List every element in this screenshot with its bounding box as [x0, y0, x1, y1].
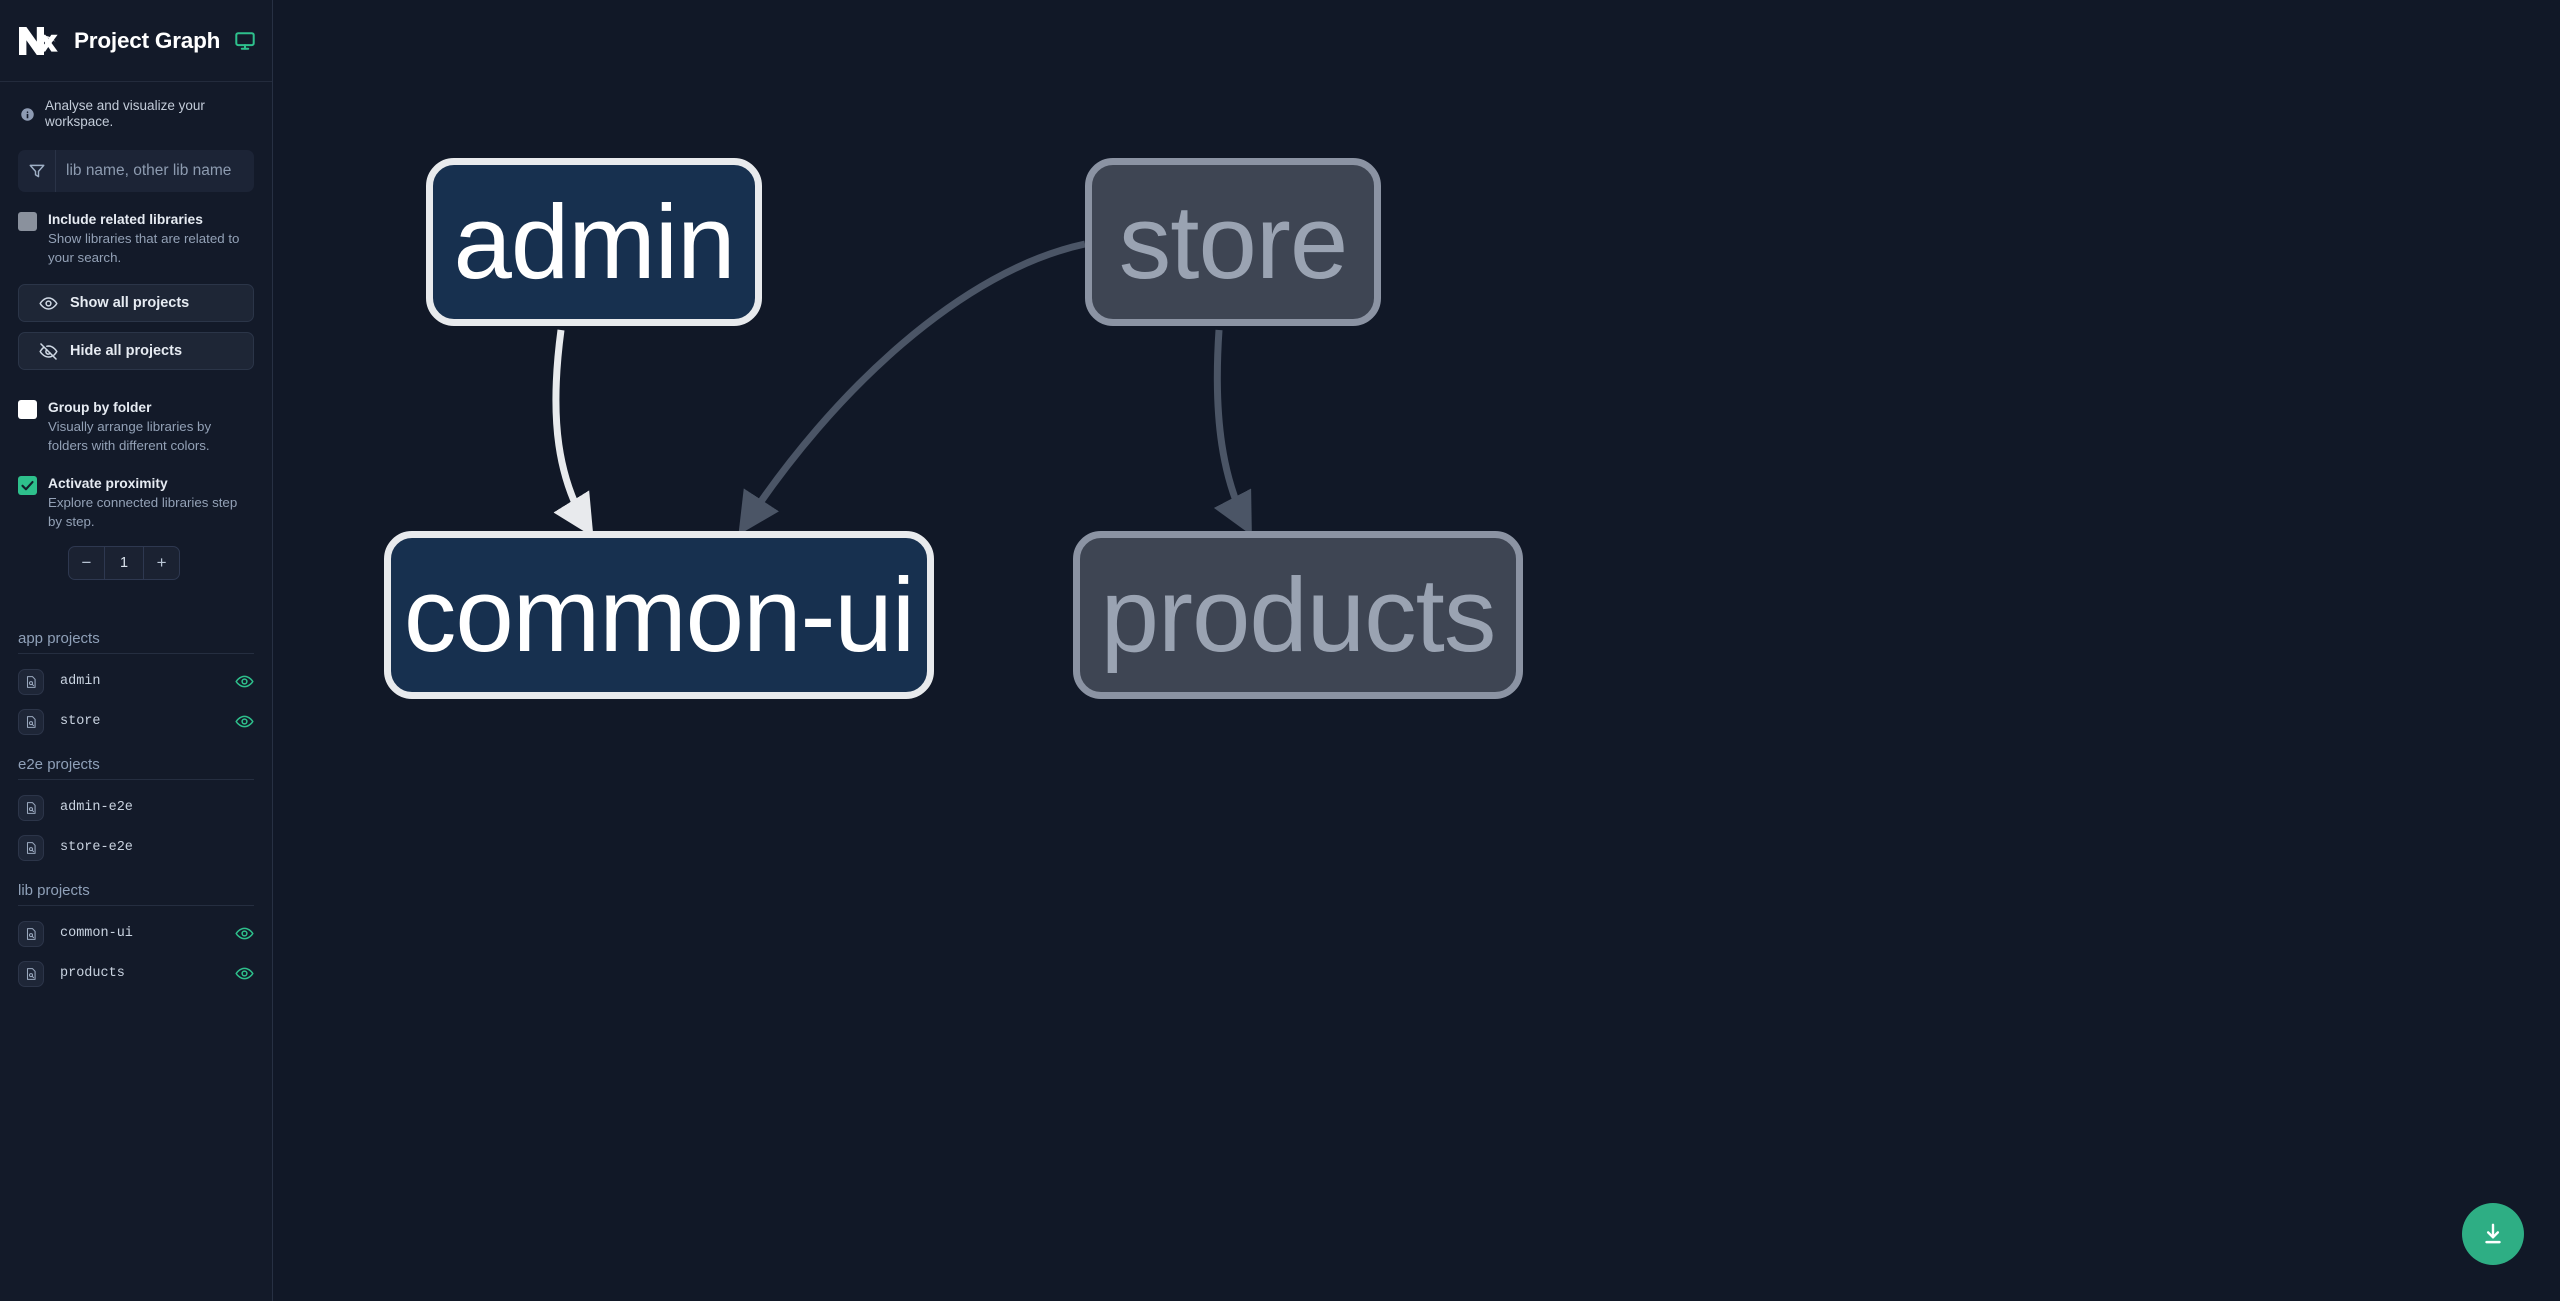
graph-node-label: common-ui — [403, 556, 915, 674]
group-heading-app-projects: app projects — [18, 629, 100, 647]
option-title: Activate proximity — [48, 475, 168, 491]
graph-node-admin[interactable]: admin — [426, 158, 762, 326]
nx-logo — [19, 26, 58, 55]
project-row-store-e2e[interactable]: store-e2e — [0, 828, 272, 868]
option-group-by-folder[interactable]: Group by folder Visually arrange librari… — [0, 380, 272, 456]
edge-store-to-products — [1213, 329, 1252, 536]
group-heading-lib-projects: lib projects — [18, 881, 90, 899]
eye-icon — [39, 296, 58, 310]
option-title: Include related libraries — [48, 212, 203, 228]
show-all-projects-label: Show all projects — [70, 295, 190, 312]
edge-admin-to-common-ui — [552, 329, 594, 538]
checkbox-group-by-folder[interactable] — [18, 400, 37, 420]
graph-node-common-ui[interactable]: common-ui — [384, 531, 934, 699]
show-all-projects-button[interactable]: Show all projects — [18, 284, 254, 323]
hide-all-projects-button[interactable]: Hide all projects — [18, 332, 254, 371]
option-title: Group by folder — [48, 400, 152, 416]
graph-edges — [552, 240, 1252, 538]
graph-node-products[interactable]: products — [1073, 531, 1523, 699]
proximity-stepper[interactable]: − 1 + — [68, 545, 180, 580]
search-input[interactable] — [56, 150, 254, 193]
option-activate-proximity[interactable]: Activate proximity Explore connected lib… — [0, 456, 272, 532]
check-icon — [21, 480, 34, 491]
graph-node-label: store — [1118, 183, 1348, 301]
eye-off-icon — [39, 342, 58, 360]
group-heading-e2e-projects: e2e projects — [18, 755, 100, 773]
project-row-admin[interactable]: admin — [0, 662, 272, 702]
eye-icon[interactable] — [235, 924, 254, 943]
project-icon — [18, 834, 44, 861]
graph-canvas[interactable]: admin store common-ui products — [273, 0, 2560, 1301]
project-icon — [18, 668, 44, 695]
download-button[interactable] — [2462, 1203, 2524, 1265]
page-title: Project Graph — [74, 27, 221, 53]
project-name: store-e2e — [60, 840, 133, 856]
hide-all-projects-label: Hide all projects — [70, 343, 183, 360]
proximity-increment-button[interactable]: + — [144, 547, 179, 579]
project-row-store[interactable]: store — [0, 702, 272, 742]
search-box[interactable] — [18, 150, 254, 193]
project-row-products[interactable]: products — [0, 954, 272, 994]
divider — [18, 904, 254, 906]
graph-node-label: admin — [453, 183, 736, 301]
blurb-text: Analyse and visualize your workspace. — [45, 98, 205, 130]
info-icon — [21, 107, 34, 121]
eye-icon[interactable] — [235, 712, 254, 731]
sidebar: Project Graph Analyse and visualize your… — [0, 0, 273, 1301]
project-name: admin — [60, 674, 101, 690]
divider — [18, 778, 254, 780]
project-name: store — [60, 714, 101, 730]
monitor-icon[interactable] — [234, 30, 256, 52]
eye-icon[interactable] — [235, 672, 254, 691]
option-desc: Show libraries that are related to your … — [48, 231, 240, 266]
project-icon — [18, 708, 44, 735]
project-list: app projects admin — [0, 616, 272, 1301]
project-icon — [18, 794, 44, 821]
proximity-value: 1 — [103, 546, 145, 579]
edge-store-to-common-ui — [738, 240, 1086, 536]
project-name: common-ui — [60, 926, 133, 942]
workspace-blurb: Analyse and visualize your workspace. — [0, 82, 272, 144]
project-name: products — [60, 966, 125, 982]
eye-icon[interactable] — [235, 964, 254, 983]
option-desc: Explore connected libraries step by step… — [48, 494, 238, 529]
option-desc: Visually arrange libraries by folders wi… — [48, 419, 212, 453]
download-icon — [2485, 1223, 2501, 1244]
divider — [18, 652, 254, 654]
project-icon — [18, 920, 44, 947]
filter-icon — [18, 150, 56, 193]
graph-node-label: products — [1100, 556, 1497, 674]
sidebar-header: Project Graph — [0, 0, 272, 82]
graph-node-store[interactable]: store — [1085, 158, 1381, 326]
project-icon — [18, 960, 44, 987]
visibility-buttons: Show all projects Hide all projects — [0, 268, 272, 380]
project-name: admin-e2e — [60, 800, 133, 816]
project-row-admin-e2e[interactable]: admin-e2e — [0, 788, 272, 828]
option-include-related-libraries[interactable]: Include related libraries Show libraries… — [0, 192, 272, 268]
project-row-common-ui[interactable]: common-ui — [0, 914, 272, 954]
checkbox-activate-proximity[interactable] — [18, 475, 37, 495]
proximity-decrement-button[interactable]: − — [69, 547, 104, 579]
checkbox-include-related-libraries[interactable] — [18, 212, 37, 232]
